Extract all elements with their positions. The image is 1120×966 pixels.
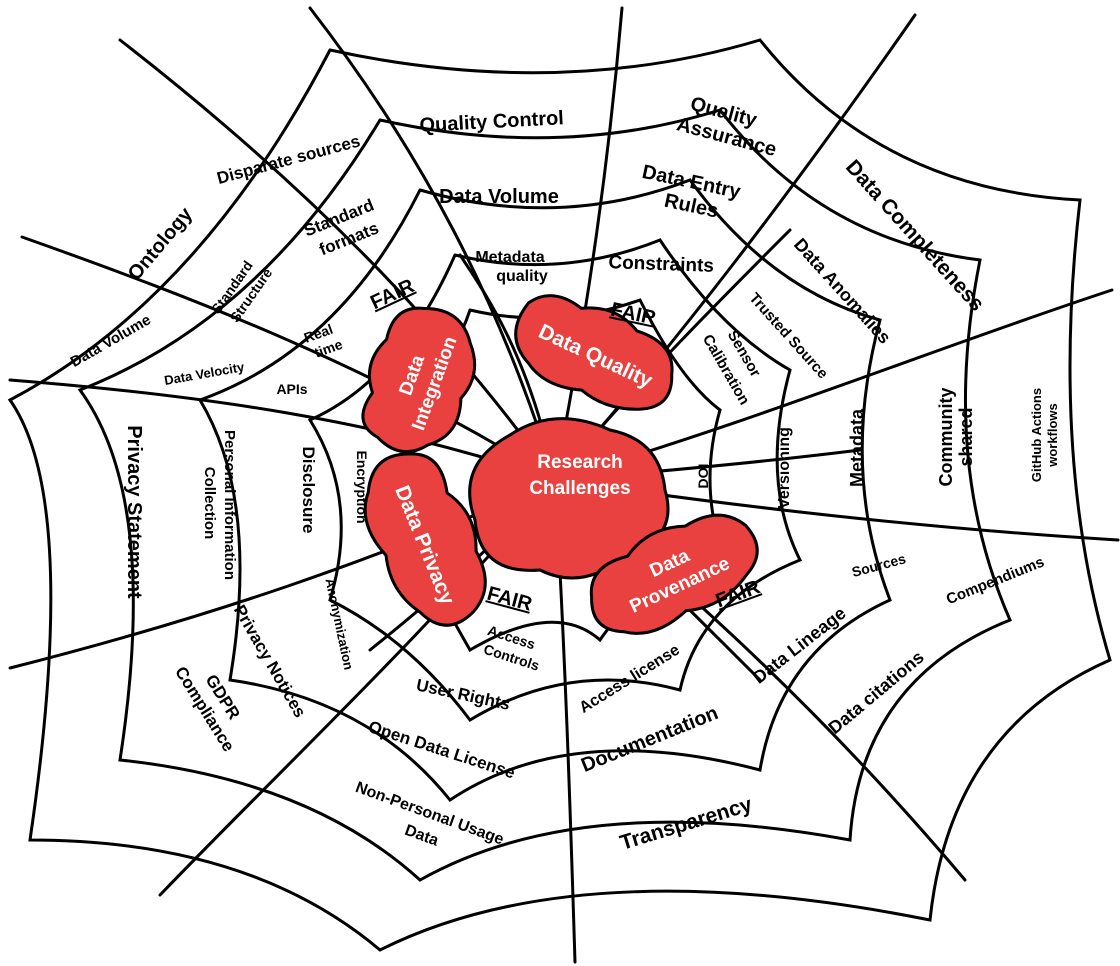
label-github-actions-1: GitHub Actions xyxy=(1029,388,1044,482)
label-non-personal-2: Data xyxy=(402,822,440,850)
label-versioning: Versioning xyxy=(776,427,793,509)
label-compendiums: Compendiums xyxy=(944,553,1047,608)
cloud-data-quality: Data Quality xyxy=(514,294,674,411)
label-anonymization: Anonymization xyxy=(322,577,356,671)
cloud-shape xyxy=(361,306,477,454)
radial-thread xyxy=(20,235,557,482)
web-ring xyxy=(197,178,892,803)
label-data-anomalies: Data Anomalies xyxy=(790,234,895,347)
label-data-volume-top: Data Volume xyxy=(439,186,559,208)
web-rings xyxy=(7,38,1112,952)
label-data-citations: Data citations xyxy=(825,647,928,738)
web-ring xyxy=(307,238,803,722)
label-privacy-notices: Privacy Notices xyxy=(230,602,310,721)
label-metadata-quality-2: quality xyxy=(496,268,548,285)
label-metadata: Metadata xyxy=(847,408,867,487)
label-privacy-statement: Privacy Statement xyxy=(123,425,145,599)
label-community-shared-2: shared xyxy=(956,407,976,466)
label-sources: Sources xyxy=(850,550,908,580)
label-apis: APIs xyxy=(276,381,307,397)
label-github-actions-2: workflows xyxy=(1045,403,1060,468)
cloud-shape xyxy=(363,452,487,627)
label-documentation: Documentation xyxy=(578,702,721,777)
label-data-velocity: Data Velocity xyxy=(163,359,246,388)
radial-thread xyxy=(553,6,624,482)
web-ring xyxy=(7,38,1112,952)
cloud-data-integration: Data Integration xyxy=(361,306,477,454)
label-personal-info-2: Collection xyxy=(201,467,218,540)
label-constraints: Constraints xyxy=(608,252,714,277)
label-encryption: Encryption xyxy=(354,450,370,523)
label-open-data-license: Open Data License xyxy=(366,717,517,782)
radial-thread xyxy=(308,6,557,482)
cloud-data-privacy: Data Privacy xyxy=(363,452,487,627)
label-data-lineage: Data Lineage xyxy=(749,603,850,688)
label-doi: DOI xyxy=(695,464,711,489)
label-data-completeness: Data Completeness xyxy=(841,156,989,316)
cloud-data-provenance: Data Provenance xyxy=(589,513,759,635)
cloud-shape xyxy=(589,513,759,635)
label-user-rights: User Rights xyxy=(415,675,512,713)
center-title-line2: Challenges xyxy=(529,478,630,499)
label-metadata-quality-1: Metadata xyxy=(475,249,544,266)
label-personal-info-1: Personal Information xyxy=(221,430,238,580)
label-disclosure: Disclosure xyxy=(299,447,318,534)
center-title-line1: Research xyxy=(537,452,623,473)
radial-thread xyxy=(118,38,557,482)
label-community-shared-1: Community xyxy=(936,388,956,487)
fair-label-privacy: FAIR xyxy=(485,583,535,616)
center-hub: Research Challenges xyxy=(468,417,670,580)
cloud-shape xyxy=(514,294,674,411)
web-ring xyxy=(77,108,1012,882)
label-quality-control: Quality Control xyxy=(419,107,564,137)
label-ontology: Ontology xyxy=(124,203,198,285)
